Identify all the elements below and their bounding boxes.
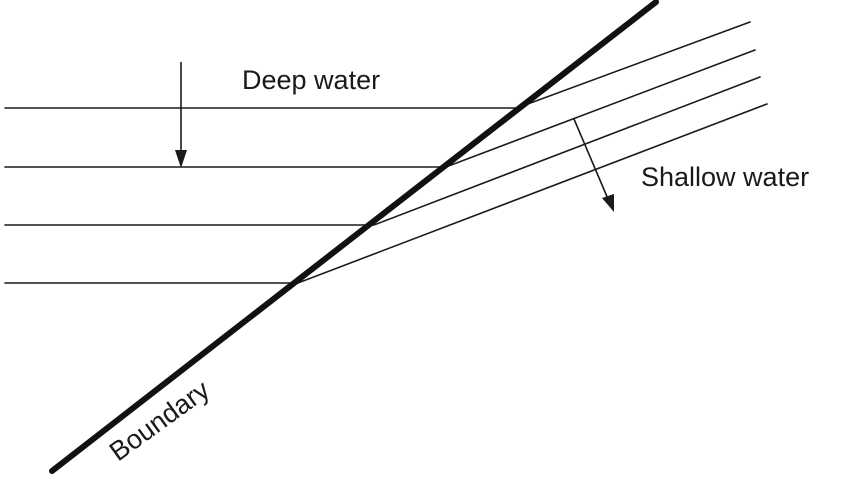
shallow-water-label: Shallow water (641, 162, 809, 192)
boundary-line (49, 0, 659, 474)
wavefront-4 (4, 103, 768, 284)
shallow-water-direction-arrow (573, 118, 614, 212)
deep-water-label: Deep water (242, 65, 380, 95)
wavefront-3 (4, 76, 761, 226)
deep-water-direction-arrow (175, 62, 187, 168)
